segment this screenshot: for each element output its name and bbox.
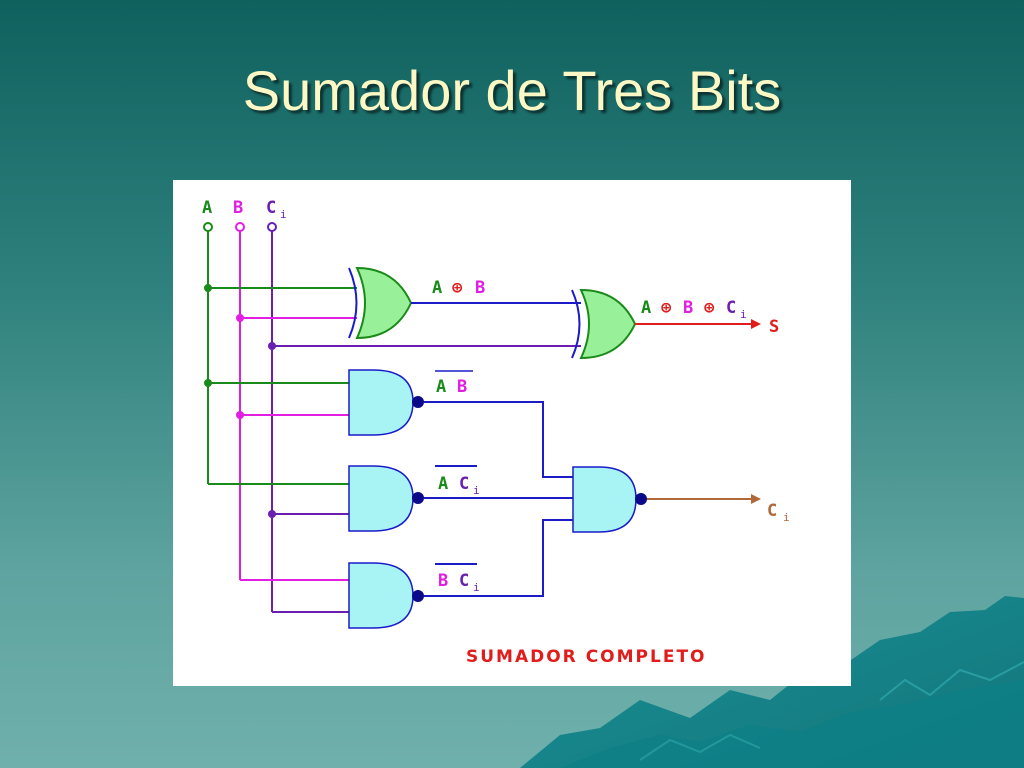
nand2-label-c-subscript: i	[473, 484, 480, 497]
slide-title: Sumador de Tres Bits	[242, 59, 782, 122]
input-terminal-c	[267, 222, 277, 232]
nand-gate-3	[348, 562, 424, 629]
junction-dot	[204, 379, 212, 387]
input-label-c: C	[266, 198, 276, 218]
junction-dot	[236, 314, 244, 322]
nand-gate-final	[572, 466, 647, 533]
xor2-label-op1: ⊕	[661, 298, 672, 318]
xor1-label-a: A	[432, 278, 442, 298]
nand-gate-1	[348, 369, 424, 436]
wire-nand3-out	[424, 519, 573, 597]
nand1-label-b: B	[457, 377, 467, 397]
input-label-b: B	[233, 198, 243, 218]
circuit-svg: A B C i	[202, 198, 790, 667]
nand2-label-c: C	[459, 474, 469, 494]
xor-gate-1	[348, 266, 413, 340]
xor1-label-op: ⊕	[452, 278, 463, 298]
input-terminal-b	[235, 222, 245, 232]
sum-arrow-icon	[751, 319, 761, 329]
nand1-label-a: A	[436, 377, 446, 397]
nand3-label-c: C	[459, 571, 469, 591]
junction-dot	[236, 411, 244, 419]
carry-arrow-icon	[751, 494, 761, 504]
xor2-label-c: C	[726, 298, 736, 318]
xor1-label-b: B	[475, 278, 485, 298]
input-terminal-a	[203, 222, 213, 232]
nand3-label-b: B	[438, 571, 448, 591]
nand2-label-a: A	[438, 474, 448, 494]
carry-output-label: C	[767, 501, 777, 521]
xor2-label-c-subscript: i	[740, 308, 747, 321]
input-label-a: A	[202, 198, 212, 218]
junction-dot	[268, 510, 276, 518]
wire-nand1-out	[424, 401, 573, 478]
nand3-label-c-subscript: i	[473, 581, 480, 594]
xor-gate-2	[571, 288, 637, 360]
xor2-label-a: A	[641, 298, 651, 318]
full-adder-diagram: A B C i	[173, 180, 851, 686]
xor2-label-op2: ⊕	[704, 298, 715, 318]
nand-gate-2	[348, 465, 424, 532]
xor2-label-b: B	[683, 298, 693, 318]
junction-dot	[268, 342, 276, 350]
junction-dot	[204, 284, 212, 292]
sum-output-label: S	[769, 317, 779, 337]
diagram-caption: SUMADOR COMPLETO	[466, 647, 707, 667]
carry-output-subscript: i	[783, 511, 790, 524]
input-label-c-subscript: i	[280, 208, 287, 221]
